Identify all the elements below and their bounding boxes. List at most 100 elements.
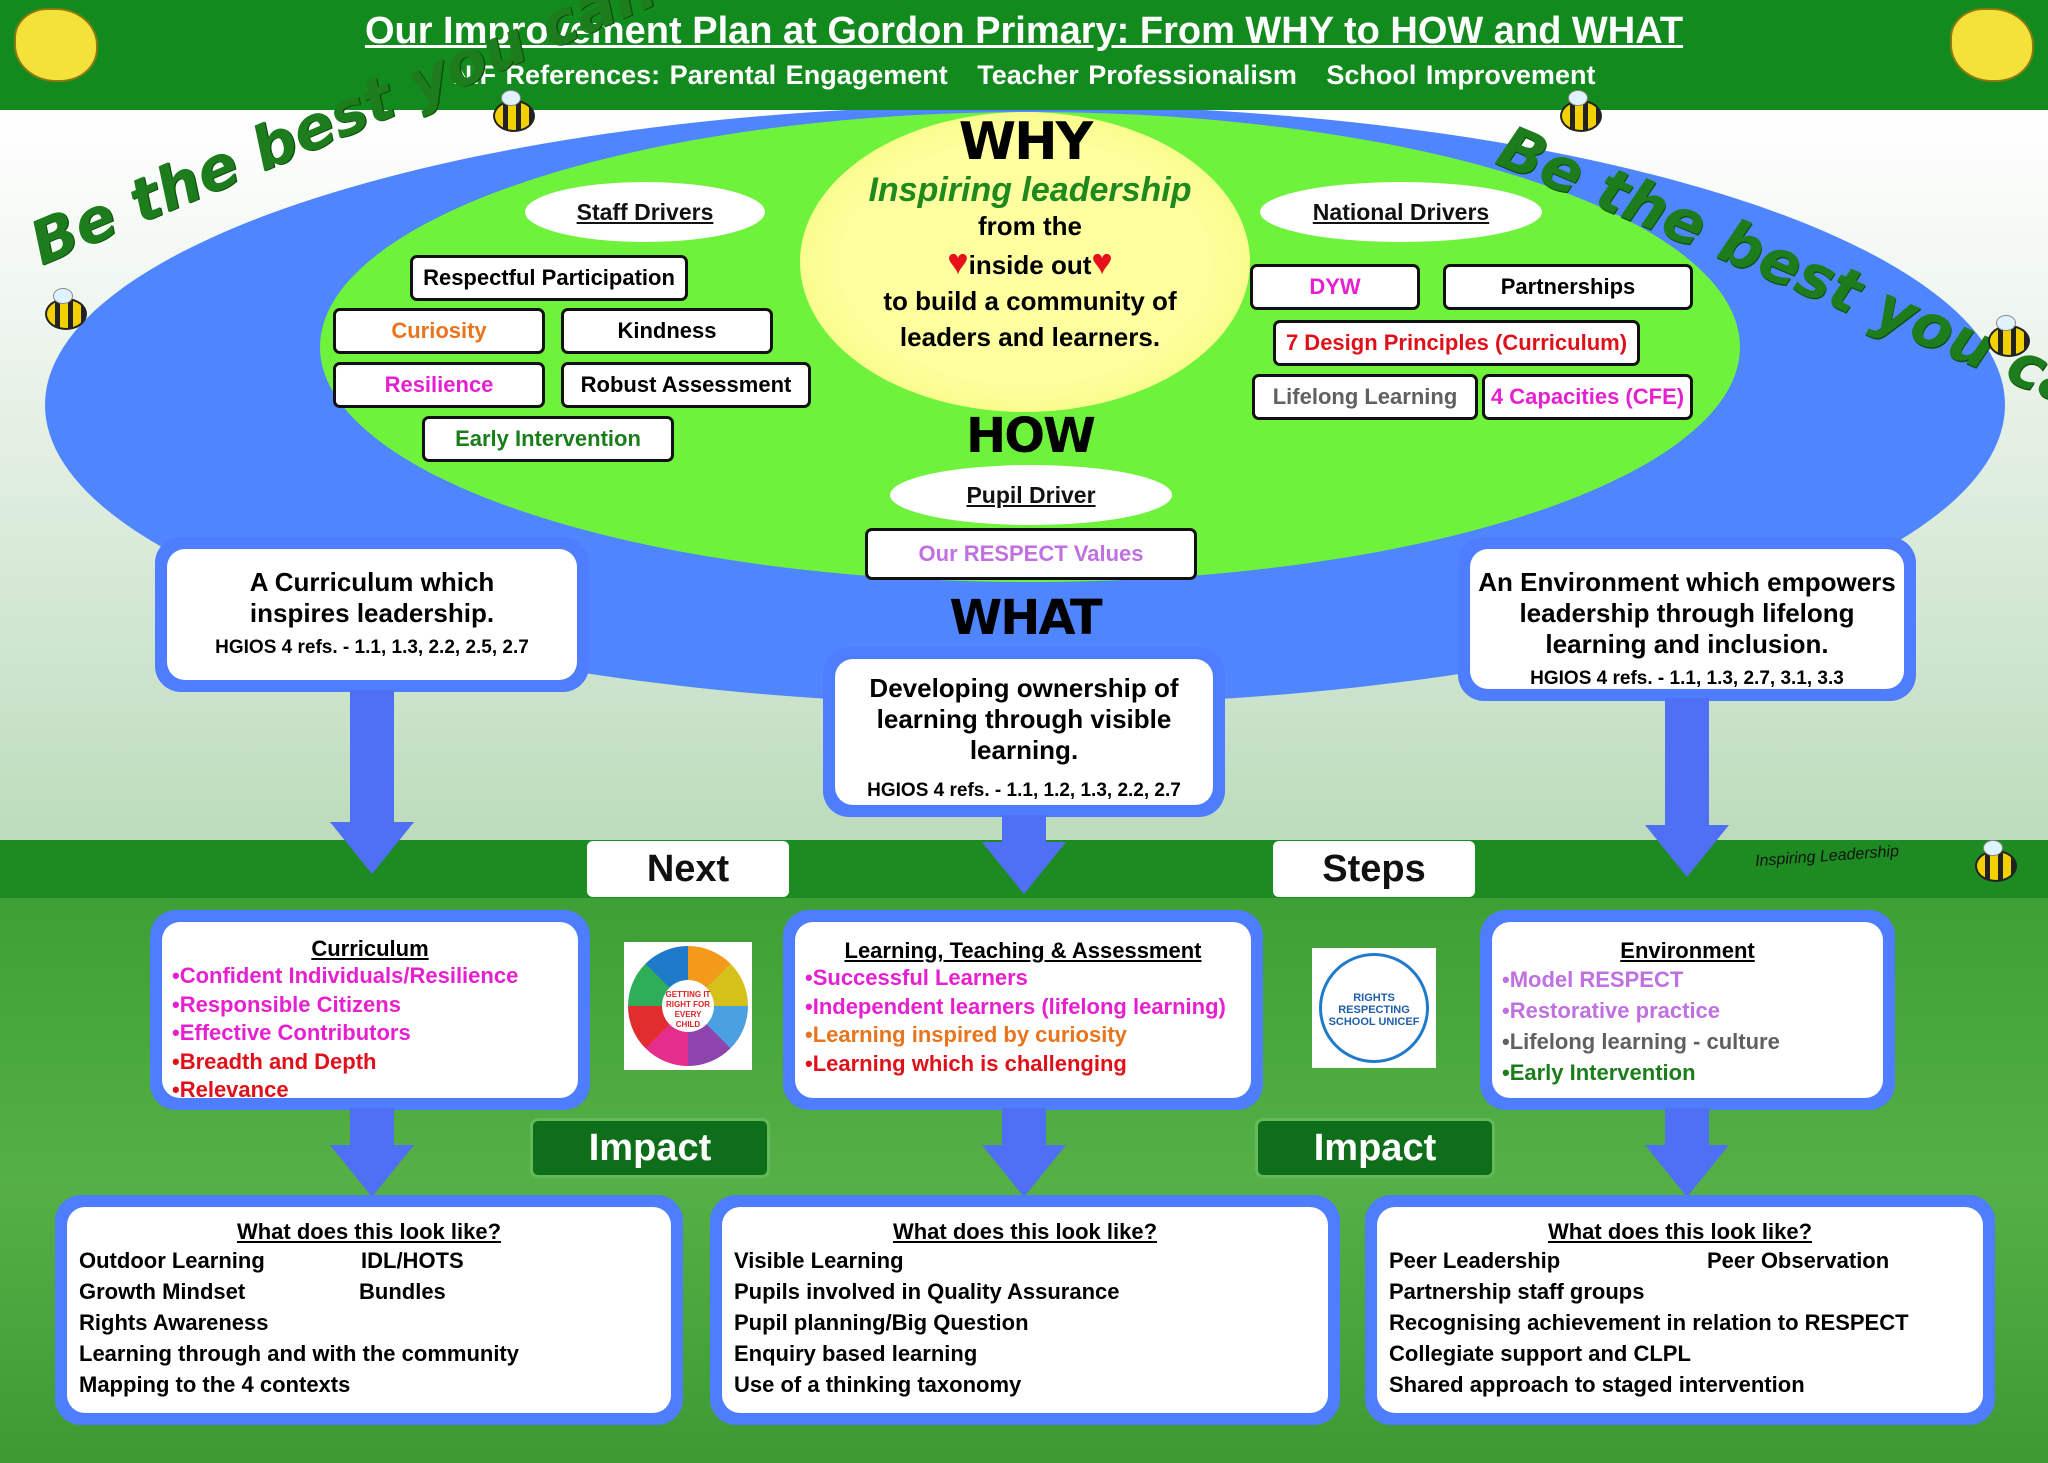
why-statement: Inspiring leadership from the ♥inside ou… [820, 172, 1240, 355]
what-environment-title: An Environment which empowers leadership… [1478, 567, 1896, 659]
look-like-item: Mapping to the 4 contexts [79, 1372, 351, 1397]
lta-item: •Successful Learners [805, 965, 1028, 990]
look-like-item: Visible Learning [734, 1248, 904, 1273]
girfec-logo-frame: GETTING IT RIGHT FOR EVERY CHILD [624, 942, 752, 1070]
look-like-item: Enquiry based learning [734, 1341, 978, 1366]
staff-driver-resilience: Resilience [333, 362, 545, 408]
staff-drivers-title: Staff Drivers [525, 182, 765, 242]
look-like-box-right: What does this look like? Peer Leadershi… [1365, 1195, 1995, 1425]
bee-icon [1988, 315, 2030, 357]
why-heading: WHY [958, 112, 1094, 172]
look-like-item: Pupils involved in Quality Assurance [734, 1279, 1120, 1304]
what-environment-box: An Environment which empowers leadership… [1458, 537, 1916, 701]
environment-item: •Restorative practice [1502, 998, 1721, 1023]
look-like-item: Partnership staff groups [1389, 1279, 1645, 1304]
fox-mascot-icon-left [14, 8, 98, 82]
curriculum-steps-title: Curriculum [311, 936, 429, 961]
bee-icon [1560, 90, 1602, 132]
next-label: Next [587, 841, 789, 897]
nif-references: NIF References: Parental Engagement Teac… [0, 60, 2048, 91]
staff-driver-kindness: Kindness [561, 308, 773, 354]
curriculum-item: •Confident Individuals/Resilience [172, 963, 519, 988]
arrow-shaft [1665, 1108, 1709, 1148]
impact-label-left: Impact [530, 1118, 770, 1178]
arrow-down-icon [330, 1145, 414, 1197]
arrow-shaft [1002, 815, 1046, 845]
environment-item: •Model RESPECT [1502, 967, 1684, 992]
bee-icon [493, 90, 535, 132]
bee-icon [1975, 840, 2017, 882]
arrow-shaft [350, 690, 394, 825]
what-heading: WHAT [949, 590, 1102, 646]
pupil-driver-title: Pupil Driver [890, 465, 1172, 525]
steps-label: Steps [1273, 841, 1475, 897]
what-curriculum-title: A Curriculum which inspires leadership. [249, 567, 495, 628]
nif-ref-teacher: Teacher Professionalism [977, 60, 1297, 90]
arrow-down-icon [982, 1145, 1066, 1197]
arrow-shaft [1665, 698, 1709, 828]
arrow-down-icon [1645, 825, 1729, 877]
nif-ref-school: School Improvement [1326, 60, 1596, 90]
environment-item: •Early Intervention [1502, 1060, 1696, 1085]
curriculum-item: •Responsible Citizens [172, 991, 401, 1017]
why-line-from: from the [978, 211, 1082, 241]
look-like-item: Pupil planning/Big Question [734, 1310, 1029, 1335]
look-like-box-left: What does this look like? Outdoor Learni… [55, 1195, 683, 1425]
lta-item: •Learning which is challenging [805, 1050, 1127, 1076]
arrow-shaft [1002, 1108, 1046, 1148]
arrow-down-icon [1645, 1145, 1729, 1197]
what-visible-learning-title: Developing ownership of learning through… [869, 673, 1179, 765]
curriculum-steps-box: Curriculum •Confident Individuals/Resili… [150, 910, 590, 1110]
look-like-item: Use of a thinking taxonomy [734, 1372, 1022, 1397]
what-environment-refs: HGIOS 4 refs. - 1.1, 1.3, 2.7, 3.1, 3.3 [1530, 668, 1844, 689]
girfec-logo-text: GETTING IT RIGHT FOR EVERY CHILD [662, 980, 714, 1032]
look-like-title: What does this look like? [236, 1219, 502, 1244]
why-line-inside: ♥inside out♥ [947, 241, 1113, 282]
what-curriculum-refs: HGIOS 4 refs. - 1.1, 1.3, 2.2, 2.5, 2.7 [215, 637, 529, 658]
heart-icon: ♥ [947, 241, 969, 282]
page-title: Our Improvement Plan at Gordon Primary: … [364, 10, 1684, 52]
environment-item: •Lifelong learning - culture [1502, 1029, 1780, 1054]
how-heading: HOW [966, 408, 1096, 464]
national-driver-four-capacities: 4 Capacities (CFE) [1482, 374, 1693, 420]
staff-driver-robust-assessment: Robust Assessment [561, 362, 811, 408]
national-driver-lifelong: Lifelong Learning [1252, 374, 1478, 420]
environment-steps-title: Environment [1620, 938, 1755, 963]
arrow-shaft [350, 1108, 394, 1148]
look-like-item: Recognising achievement in relation to R… [1389, 1310, 1909, 1335]
lta-steps-title: Learning, Teaching & Assessment [844, 938, 1202, 963]
look-like-item: Rights Awareness [79, 1310, 269, 1335]
staff-driver-curiosity: Curiosity [333, 308, 545, 354]
environment-steps-box: Environment •Model RESPECT •Restorative … [1480, 910, 1895, 1110]
look-like-item: Collegiate support and CLPL [1389, 1341, 1691, 1366]
why-line-inspiring: Inspiring leadership [868, 171, 1192, 209]
national-drivers-title: National Drivers [1260, 182, 1542, 242]
look-like-title: What does this look like? [892, 1219, 1158, 1244]
why-line-leaders: leaders and learners. [899, 322, 1161, 352]
national-driver-partnerships: Partnerships [1443, 264, 1693, 310]
curriculum-item: •Relevance [172, 1077, 289, 1102]
staff-driver-respectful: Respectful Participation [410, 255, 688, 301]
lta-steps-box: Learning, Teaching & Assessment •Success… [783, 910, 1263, 1110]
look-like-box-center: What does this look like? Visible Learni… [710, 1195, 1340, 1425]
staff-driver-early-intervention: Early Intervention [422, 416, 674, 462]
national-driver-design-principles: 7 Design Principles (Curriculum) [1273, 320, 1640, 366]
curriculum-item: •Effective Contributors [172, 1020, 411, 1045]
why-line-build: to build a community of [883, 286, 1177, 316]
national-driver-dyw: DYW [1250, 264, 1420, 310]
curriculum-item: •Breadth and Depth [172, 1048, 377, 1074]
rrs-logo-icon: RIGHTS RESPECTING SCHOOL UNICEF [1319, 953, 1429, 1063]
rrs-logo-frame: RIGHTS RESPECTING SCHOOL UNICEF [1312, 948, 1436, 1068]
what-visible-learning-refs: HGIOS 4 refs. - 1.1, 1.2, 1.3, 2.2, 2.7 [867, 780, 1181, 801]
header-bar [0, 0, 2048, 110]
arrow-down-icon [330, 822, 414, 874]
fox-mascot-icon-right [1950, 8, 2034, 82]
look-like-title: What does this look like? [1547, 1219, 1813, 1244]
impact-label-right: Impact [1255, 1118, 1495, 1178]
look-like-item: Shared approach to staged intervention [1389, 1372, 1805, 1397]
bee-icon [45, 288, 87, 330]
respect-values: Our RESPECT Values [865, 528, 1197, 580]
